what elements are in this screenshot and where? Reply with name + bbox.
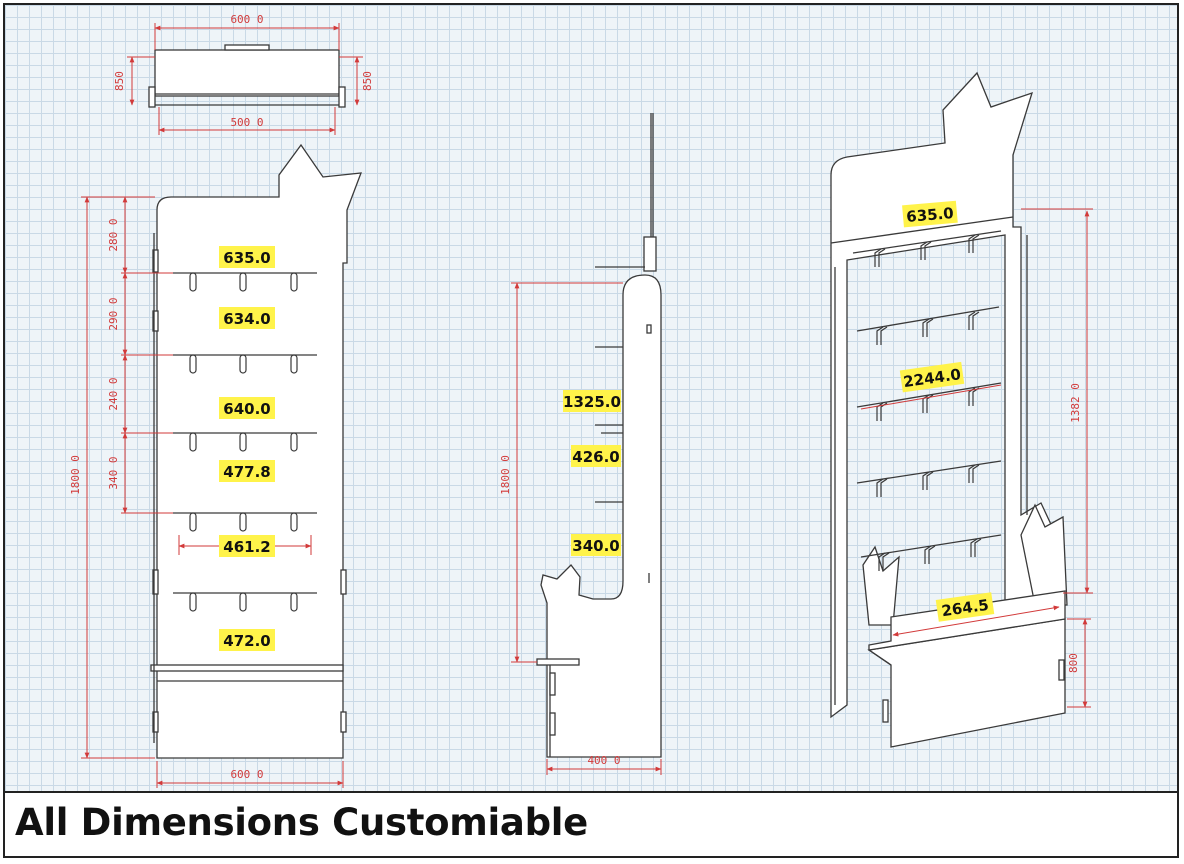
iso-left-ear — [862, 545, 900, 626]
top-view-dims: 600 0 500 0 850 850 — [113, 13, 374, 135]
side-view — [536, 113, 662, 758]
footer-title: All Dimensions Customiable — [15, 801, 588, 844]
side-label-3: 340.0 — [572, 537, 619, 555]
iso-label-1: 635.0 — [906, 204, 955, 226]
iso-shelves — [852, 230, 1002, 572]
front-bottom-width-dim: 600 0 — [230, 768, 263, 781]
drawing-svg: 600 0 500 0 850 850 — [69, 13, 1093, 788]
front-view-dims: 1800 0 280 0 290 0 240 0 340 0 — [69, 196, 344, 788]
iso-labels: 635.0 2244.0 264.5 — [899, 200, 995, 622]
isometric-view — [830, 71, 1068, 748]
front-labels: 635.0 634.0 640.0 477.8 461.2 472.0 — [219, 246, 275, 651]
side-depth-dim: 400 0 — [587, 754, 620, 767]
front-spacing-2-dim: 290 0 — [107, 297, 120, 330]
front-total-height-dim: 1800 0 — [69, 455, 82, 495]
side-view-dims: 1800 0 400 0 — [499, 282, 662, 775]
side-labels: 1325.0 426.0 340.0 — [563, 390, 621, 556]
iso-dims: 1382 0 800 — [860, 208, 1093, 708]
top-view — [148, 44, 346, 108]
front-label-5: 461.2 — [223, 538, 270, 556]
side-label-2: 426.0 — [572, 448, 619, 466]
top-right-height-dim: 850 — [361, 71, 374, 91]
front-shelves — [173, 272, 317, 612]
technical-drawing: 600 0 500 0 850 850 — [5, 5, 1177, 791]
front-label-6: 472.0 — [223, 632, 270, 650]
front-label-2: 634.0 — [223, 310, 270, 328]
iso-base-height-dim: 800 — [1067, 653, 1080, 673]
top-view-body — [154, 49, 340, 97]
front-view — [150, 143, 362, 759]
front-label-3: 640.0 — [223, 400, 270, 418]
front-panel — [156, 143, 362, 759]
drawing-frame: 600 0 500 0 850 850 — [3, 3, 1179, 858]
side-label-1: 1325.0 — [563, 393, 621, 411]
side-panel — [540, 274, 662, 758]
top-left-height-dim: 850 — [113, 71, 126, 91]
side-height-dim: 1800 0 — [499, 455, 512, 495]
top-inner-width-dim: 500 0 — [230, 116, 263, 129]
front-spacing-3-dim: 240 0 — [107, 377, 120, 410]
iso-height-dim: 1382 0 — [1069, 383, 1082, 423]
iso-back-panel — [830, 71, 1064, 719]
front-spacing-1-dim: 280 0 — [107, 218, 120, 251]
front-spacing-4-dim: 340 0 — [107, 456, 120, 489]
front-label-4: 477.8 — [223, 463, 270, 481]
footer: All Dimensions Customiable — [5, 791, 1177, 856]
top-width-dim: 600 0 — [230, 13, 263, 26]
front-label-1: 635.0 — [223, 249, 270, 267]
